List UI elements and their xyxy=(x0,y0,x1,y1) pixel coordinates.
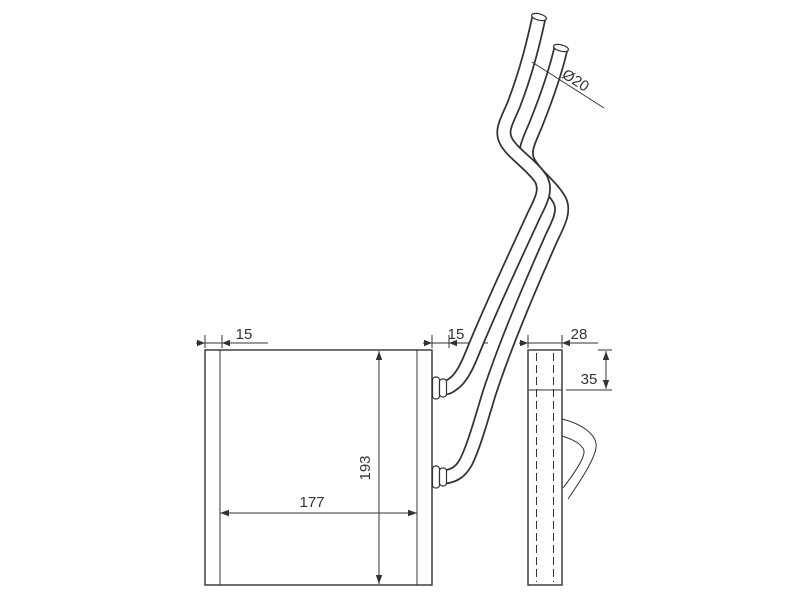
lower-fitting-ring-2 xyxy=(438,467,448,487)
mounting-bracket-inner-edge xyxy=(561,435,585,489)
side-view-outline xyxy=(527,349,563,586)
side-view xyxy=(527,349,597,586)
pipe-fittings xyxy=(431,376,448,489)
arrowhead xyxy=(197,339,205,347)
arrowhead xyxy=(375,575,383,584)
lower-fitting-ring-1 xyxy=(431,465,441,489)
dim-port-offset: 35 xyxy=(566,349,612,391)
dim-flange-width-label: 15 xyxy=(236,326,253,343)
dim-pipe-stub-label: 15 xyxy=(448,326,465,343)
front-view-outline xyxy=(204,349,433,586)
dim-side-depth: 28 xyxy=(519,326,598,348)
front-view xyxy=(204,349,433,586)
arrowhead xyxy=(424,339,432,347)
inlet-pipe-body xyxy=(443,15,550,394)
arrowhead xyxy=(449,339,457,347)
mounting-bracket-outer-edge xyxy=(561,418,597,500)
upper-fitting-ring-1 xyxy=(431,376,441,400)
dim-core-height: 193 xyxy=(357,351,383,584)
arrowhead xyxy=(408,509,417,517)
arrowhead xyxy=(520,339,528,347)
dim-pipe-diameter-label: Ø20 xyxy=(559,66,592,95)
inlet-pipe-end xyxy=(530,12,548,22)
arrowhead xyxy=(222,339,230,347)
arrowhead xyxy=(602,351,610,360)
upper-fitting-ring-2 xyxy=(438,378,448,398)
dim-core-width: 177 xyxy=(220,494,417,517)
arrowhead xyxy=(375,351,383,360)
dim-port-offset-label: 35 xyxy=(581,371,598,388)
outlet-pipe-body xyxy=(443,46,568,483)
leader-line xyxy=(531,61,605,109)
dim-core-width-label: 177 xyxy=(299,494,324,511)
dim-flange-width: 15 xyxy=(196,326,268,348)
outlet-pipe-end xyxy=(552,43,570,53)
arrowhead xyxy=(602,380,610,389)
dim-side-depth-label: 28 xyxy=(571,326,588,343)
arrowhead xyxy=(562,339,570,347)
dim-core-height-label: 193 xyxy=(357,455,374,480)
arrowhead xyxy=(220,509,229,517)
pipes xyxy=(442,12,570,485)
